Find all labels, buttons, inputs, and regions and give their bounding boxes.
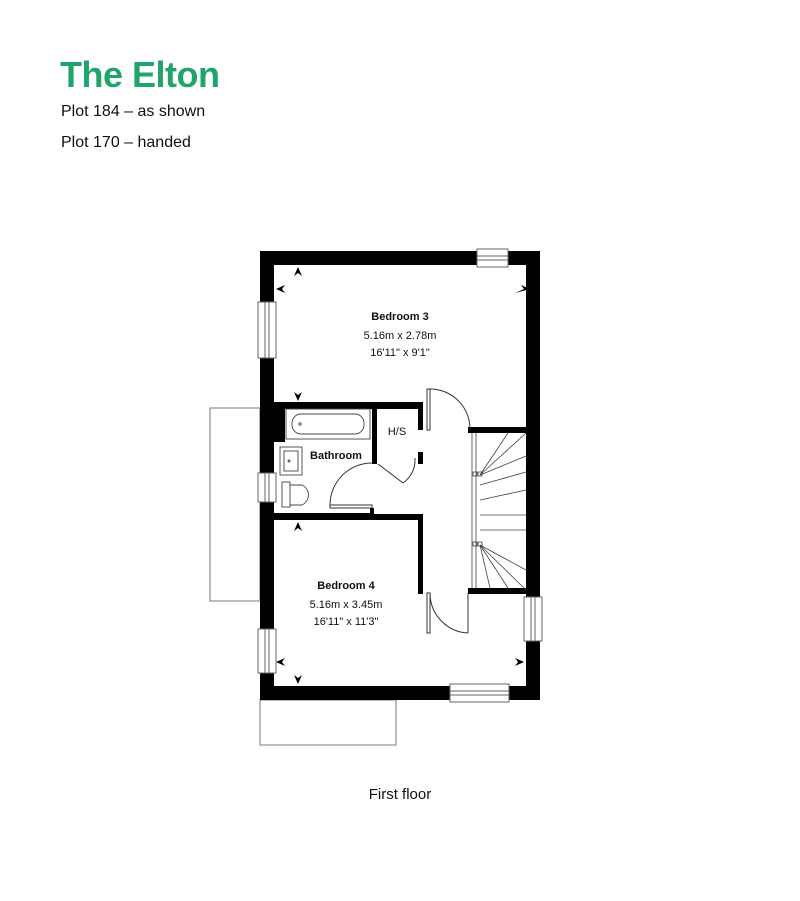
staircase [471, 432, 527, 591]
hs-label: H/S [388, 426, 406, 438]
bedroom4-imperial: 16'11" x 11'3" [314, 616, 379, 628]
toilet-icon [281, 481, 291, 508]
plot-note-shown: Plot 184 – as shown [61, 103, 206, 120]
bedroom4-metric: 5.16m x 3.45m [310, 599, 383, 611]
dimension-arrows [276, 267, 530, 684]
bathroom-label: Bathroom [310, 450, 362, 462]
bedroom3-metric: 5.16m x 2.78m [364, 330, 437, 342]
bath-icon [285, 408, 371, 440]
sink-icon [279, 446, 303, 476]
plot-note-handed: Plot 170 – handed [61, 134, 191, 151]
doors [329, 388, 471, 634]
lower-roof-outline-bottom [259, 699, 397, 746]
bedroom4-label: Bedroom 4 [317, 580, 375, 592]
page-title: The Elton [60, 54, 220, 95]
bedroom3-label: Bedroom 3 [371, 311, 428, 323]
lower-roof-outline-left [209, 407, 261, 602]
floor-caption: First floor [368, 786, 432, 803]
bedroom3-imperial: 16'11" x 9'1" [370, 347, 430, 359]
windows [257, 248, 543, 703]
bathroom-fixtures [279, 408, 371, 508]
